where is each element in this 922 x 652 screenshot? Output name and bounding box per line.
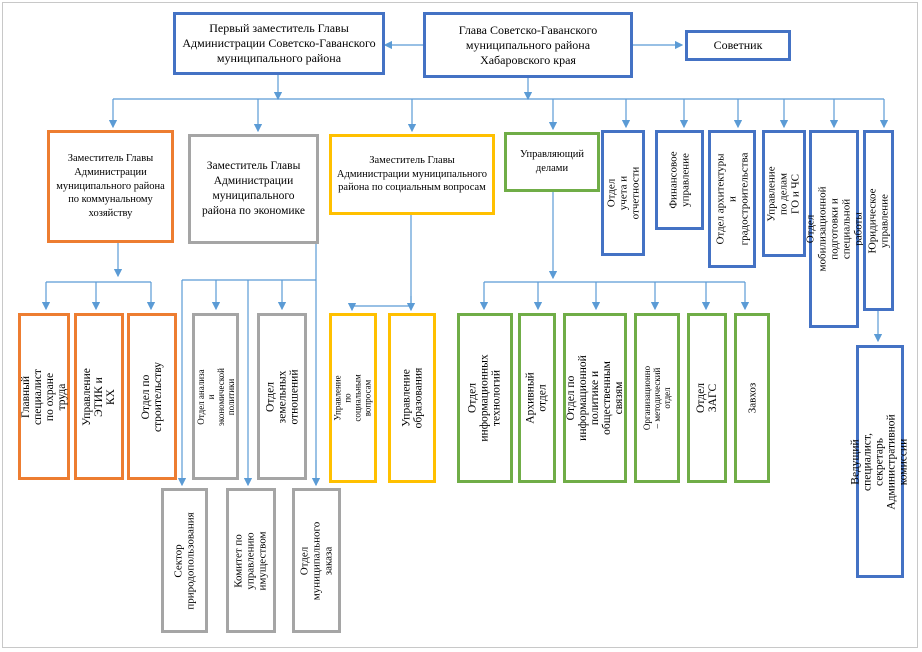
mobilization-label: Отдел мобилизационной подготовки и специ… bbox=[804, 186, 865, 272]
it-label: Отдел информационных технологий bbox=[467, 354, 504, 442]
go-chs-label: Управление по делам ГО и ЧС bbox=[766, 165, 803, 222]
property-box: Комитет по управлению имуществом bbox=[226, 488, 276, 633]
archive-label: Архивный отдел bbox=[525, 372, 549, 424]
org-method-label: Организационно – методический отдел bbox=[642, 365, 673, 431]
analysis-label: Отдел анализа и экономической политики bbox=[195, 367, 236, 426]
accounting-box: Отдел учета и отчетности bbox=[601, 130, 645, 256]
archive-box: Архивный отдел bbox=[518, 313, 556, 483]
deputy-communal-label: Заместитель Главы Администрации муниципа… bbox=[56, 153, 165, 219]
social-dept-box: Управление по социальным вопросам bbox=[329, 313, 377, 483]
legal-label: Юридическое управление bbox=[866, 187, 891, 254]
finance-box: Финансовое управление bbox=[655, 130, 704, 230]
labor-specialist-box: Главный специалист по охране труда bbox=[18, 313, 70, 480]
municipal-order-box: Отдел муниципального заказа bbox=[292, 488, 341, 633]
education-label: Управление образования bbox=[400, 367, 424, 429]
lead-specialist-box: Ведущий специалист, секретарь Администра… bbox=[850, 345, 910, 578]
construction-label: Отдел по строительству bbox=[140, 361, 165, 432]
deputy-social-label: Заместитель Главы Администрации муниципа… bbox=[336, 155, 488, 194]
zags-box: Отдел ЗАГС bbox=[687, 313, 727, 483]
head-label: Глава Советско-Гаванского муниципального… bbox=[458, 22, 598, 67]
org-method-box: Организационно – методический отдел bbox=[634, 313, 680, 483]
construction-box: Отдел по строительству bbox=[127, 313, 177, 480]
deputy-communal-box: Заместитель Главы Администрации муниципа… bbox=[47, 130, 174, 243]
first-deputy-box: Первый заместитель Главы Администрации С… bbox=[173, 12, 385, 75]
info-policy-label: Отдел по информационной политике и общес… bbox=[565, 355, 626, 441]
manager-affairs-label: Управляющий делами bbox=[519, 149, 585, 174]
etik-box: Управление ЭТИК и КХ bbox=[74, 313, 124, 480]
finance-label: Финансовое управление bbox=[667, 151, 692, 209]
architecture-label: Отдел архитектуры и градостроительства bbox=[714, 152, 751, 246]
deputy-economy-box: Заместитель Главы Администрации муниципа… bbox=[188, 134, 319, 244]
land-label: Отдел земельных отношений bbox=[264, 369, 300, 424]
mobilization-box: Отдел мобилизационной подготовки и специ… bbox=[804, 130, 864, 328]
advisor-label: Советник bbox=[713, 38, 763, 52]
lead-specialist-label: Ведущий специалист, секретарь Администра… bbox=[850, 413, 911, 510]
info-policy-box: Отдел по информационной политике и общес… bbox=[563, 313, 627, 483]
nature-label: Сектор природопользования bbox=[172, 511, 197, 610]
nature-box: Сектор природопользования bbox=[161, 488, 208, 633]
accounting-label: Отдел учета и отчетности bbox=[605, 166, 641, 220]
property-label: Комитет по управлению имуществом bbox=[233, 530, 269, 591]
legal-box: Юридическое управление bbox=[863, 130, 894, 311]
social-dept-label: Управление по социальным вопросам bbox=[333, 374, 374, 422]
etik-label: Управление ЭТИК и КХ bbox=[81, 367, 117, 426]
education-box: Управление образования bbox=[388, 313, 436, 483]
supply-label: Завхоз bbox=[746, 382, 759, 414]
manager-affairs-box: Управляющий делами bbox=[504, 132, 600, 192]
it-box: Отдел информационных технологий bbox=[457, 313, 513, 483]
go-chs-box: Управление по делам ГО и ЧС bbox=[762, 130, 806, 257]
architecture-box: Отдел архитектуры и градостроительства bbox=[708, 130, 756, 268]
supply-box: Завхоз bbox=[734, 313, 770, 483]
analysis-box: Отдел анализа и экономической политики bbox=[192, 313, 239, 480]
labor-specialist-label: Главный специалист по охране труда bbox=[20, 368, 68, 425]
deputy-economy-label: Заместитель Главы Администрации муниципа… bbox=[202, 160, 305, 217]
head-box: Глава Советско-Гаванского муниципального… bbox=[423, 12, 633, 78]
first-deputy-label: Первый заместитель Главы Администрации С… bbox=[182, 21, 376, 65]
advisor-box: Советник bbox=[685, 30, 791, 61]
municipal-order-label: Отдел муниципального заказа bbox=[298, 521, 335, 600]
deputy-social-box: Заместитель Главы Администрации муниципа… bbox=[329, 134, 495, 215]
land-box: Отдел земельных отношений bbox=[257, 313, 307, 480]
zags-label: Отдел ЗАГС bbox=[695, 383, 719, 413]
